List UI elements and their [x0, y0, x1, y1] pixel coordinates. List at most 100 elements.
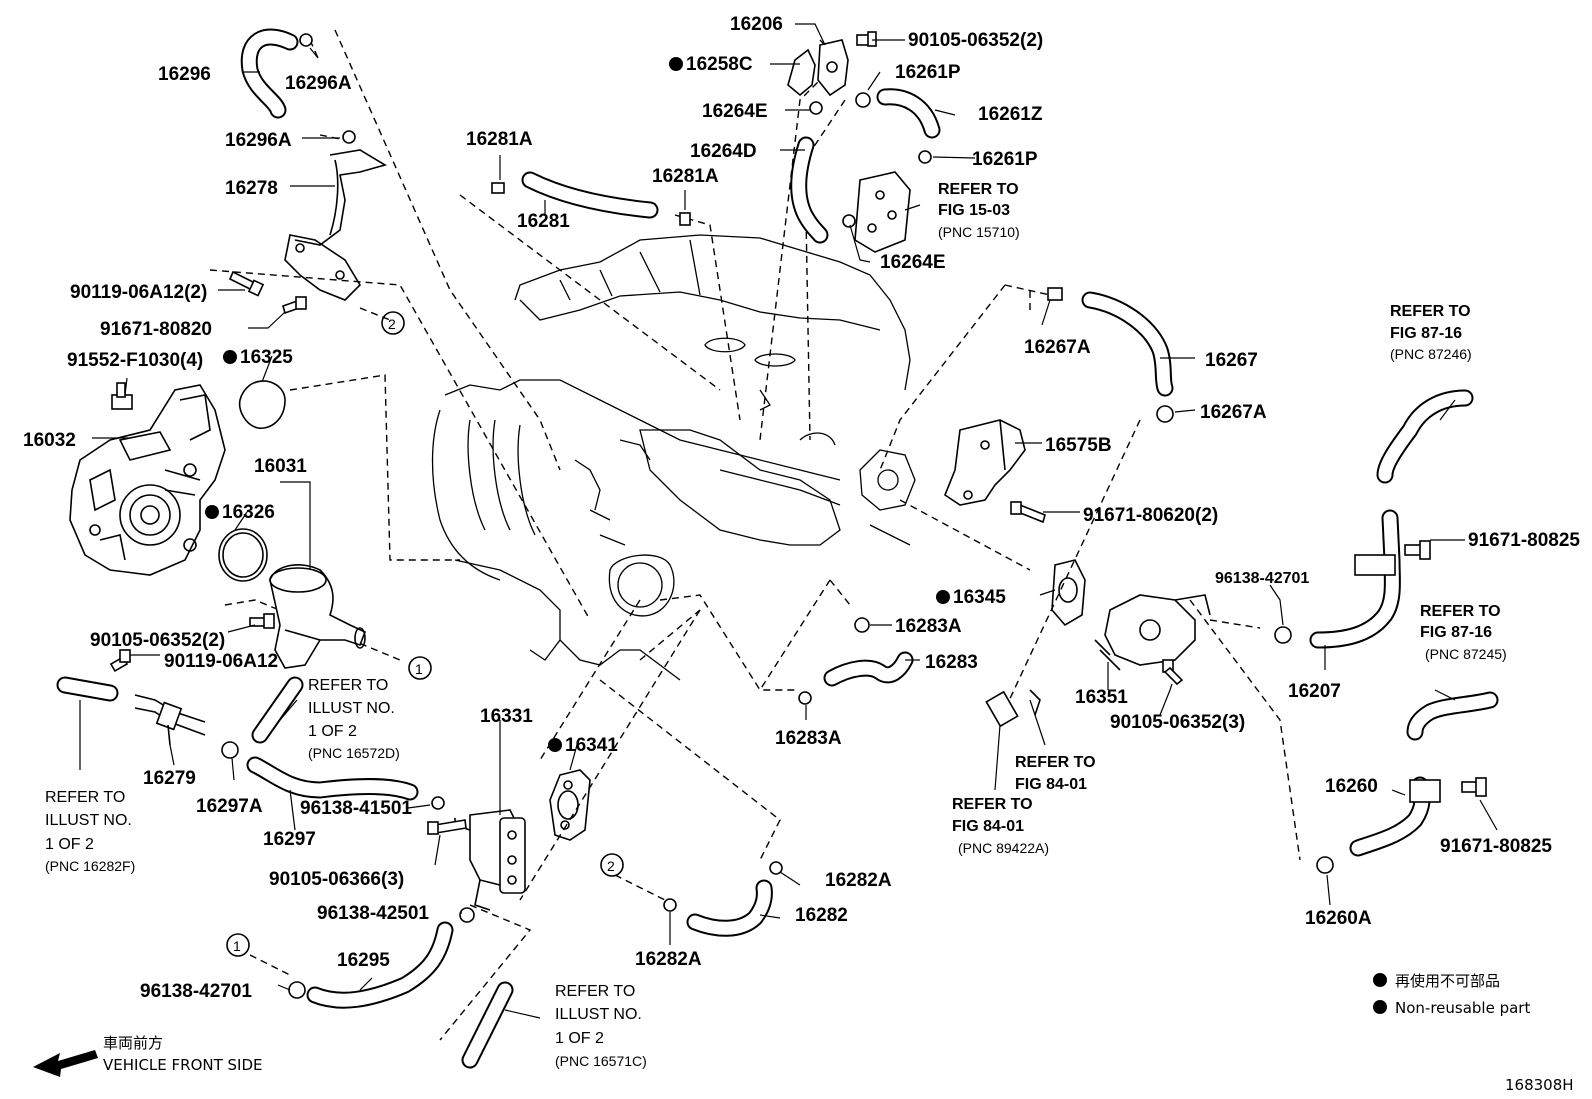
refer-illust-16282F: REFER TO ILLUST NO. 1 OF 2 (PNC 16282F)	[45, 789, 135, 874]
marker-1-left: 1	[233, 938, 241, 954]
hose-16261Z	[876, 88, 941, 139]
label-16345: 16345	[953, 587, 1006, 608]
label-16326: 16326	[222, 502, 275, 523]
ref-line: ILLUST NO.	[45, 812, 132, 829]
bolt-90119-06A12	[228, 270, 265, 297]
bolt-90105-06352-left	[249, 613, 275, 629]
label-16258C: 16258C	[686, 54, 753, 75]
label-16295: 16295	[337, 950, 390, 971]
refer-illust-16571C: REFER TO ILLUST NO. 1 OF 2 (PNC 16571C)	[555, 983, 647, 1069]
label-16282: 16282	[795, 905, 848, 926]
cooler-15710	[854, 171, 911, 253]
legend-dot-en	[1373, 1000, 1387, 1014]
ref-line: (PNC 16571C)	[555, 1053, 647, 1069]
label-90105-06352-2b: 90105-06352(2)	[90, 630, 225, 651]
vehicle-front-indicator: 車両前方 VEHICLE FRONT SIDE	[33, 1034, 263, 1077]
refer-fig87-16-top: REFER TO FIG 87-16 (PNC 87246)	[1390, 303, 1472, 362]
non-reusable-marker	[669, 57, 683, 71]
bolt-91671-80820	[282, 296, 307, 315]
ref-line: (PNC 87245)	[1425, 646, 1507, 662]
label-16282A-bot: 16282A	[635, 949, 702, 970]
label-16206: 16206	[730, 14, 783, 35]
ref-line: REFER TO	[1390, 303, 1471, 320]
label-90105-06366-3: 90105-06366(3)	[269, 869, 404, 890]
pipe-16207	[1309, 509, 1401, 649]
clamp-16283A-bot	[798, 691, 812, 705]
label-91671-80620-2: 91671-80620(2)	[1083, 505, 1218, 526]
refer-fig84-01-a: REFER TO FIG 84-01	[1015, 754, 1096, 793]
figure-id: 168308H	[1505, 1076, 1574, 1094]
clamp-16282A-bot	[663, 898, 677, 912]
label-16032: 16032	[23, 430, 76, 451]
label-16296A-mid: 16296A	[225, 130, 292, 151]
legend-en: Non-reusable part	[1395, 999, 1530, 1017]
label-16575B: 16575B	[1045, 435, 1112, 456]
clamp-96138-41501	[431, 796, 445, 810]
clamp-16261P-top	[855, 92, 871, 108]
hose-16295	[306, 921, 454, 1009]
ref-line: FIG 84-01	[952, 818, 1024, 835]
non-reusable-marker	[205, 505, 219, 519]
ref-line: FIG 87-16	[1420, 624, 1492, 641]
refer-fig84-01-b: REFER TO FIG 84-01 (PNC 89422A)	[952, 796, 1049, 856]
clamp-16264E-bot	[842, 214, 856, 228]
label-16281A-right: 16281A	[652, 166, 719, 187]
label-90105-06352-2: 90105-06352(2)	[908, 30, 1043, 51]
label-96138-41501: 96138-41501	[300, 798, 412, 819]
ref-line: ILLUST NO.	[308, 700, 395, 717]
label-16267A-top: 16267A	[1024, 337, 1091, 358]
bolt-91671-80825-top	[1404, 540, 1431, 560]
hose-16267	[1081, 291, 1174, 397]
refer-fig87-16-bot: REFER TO FIG 87-16 (PNC 87245)	[1420, 603, 1507, 662]
ref-line: REFER TO	[555, 983, 635, 1000]
clamp-16261P-mid	[918, 150, 932, 164]
hose-16297	[246, 756, 419, 801]
label-16279: 16279	[143, 768, 196, 789]
fitting-16279	[134, 694, 206, 746]
hose-87246	[1376, 389, 1474, 484]
hose-16283	[823, 651, 914, 687]
clamp-16283A-top	[854, 617, 870, 633]
bolt-91552-F1030	[111, 382, 133, 410]
clamp-16297A	[221, 741, 239, 759]
clamp-16267A-top	[1047, 287, 1063, 301]
label-96138-42701-right: 96138-42701	[1215, 570, 1309, 587]
legend: 再使用不可部品 Non-reusable part	[1373, 972, 1530, 1017]
label-16296: 16296	[158, 64, 211, 85]
label-16325: 16325	[240, 347, 293, 368]
label-16264E-bot: 16264E	[880, 252, 946, 273]
label-16281: 16281	[517, 211, 570, 232]
label-91671-80825-bot: 91671-80825	[1440, 836, 1552, 857]
refer-fig15-03: REFER TO FIG 15-03 (PNC 15710)	[938, 181, 1020, 240]
ref-line: FIG 15-03	[938, 202, 1010, 219]
dashed-leaders	[209, 29, 1301, 1041]
circle-markers: 2 1 2 1	[226, 311, 624, 957]
bolt-90119-06A12-left	[109, 649, 131, 673]
part-labels: 16206 90105-06352(2) 16258C 16261P 16264…	[23, 14, 1580, 1002]
front-label-jp: 車両前方	[103, 1034, 163, 1052]
label-90119-06A12-2: 90119-06A12(2)	[70, 282, 207, 303]
water-pump-16032	[69, 384, 226, 576]
ref-line: REFER TO	[952, 796, 1033, 813]
clamp-16267A-bot	[1156, 405, 1174, 423]
label-16282A-top: 16282A	[825, 870, 892, 891]
label-16283A-top: 16283A	[895, 616, 962, 637]
gasket-16258C	[787, 48, 816, 97]
clamp-16281A	[491, 182, 691, 226]
bracket-16575B	[944, 419, 1026, 506]
label-16031: 16031	[254, 456, 307, 477]
refer-illust-16572D: REFER TO ILLUST NO. 1 OF 2 (PNC 16572D)	[308, 677, 400, 761]
label-91671-80825-top: 91671-80825	[1468, 530, 1580, 551]
front-arrow-icon	[33, 1050, 98, 1077]
cover-16206	[817, 39, 849, 97]
clamp-16282A-top	[769, 861, 783, 875]
ref-line: ILLUST NO.	[555, 1006, 642, 1023]
clamp-16296A	[299, 33, 356, 144]
ref-line: REFER TO	[1015, 754, 1096, 771]
clamp-96138-42701-right	[1274, 626, 1292, 644]
label-16267: 16267	[1205, 350, 1258, 371]
housing-16351	[1094, 594, 1211, 671]
label-16261P-top: 16261P	[895, 62, 961, 83]
clamp-16264E-top	[809, 101, 823, 115]
